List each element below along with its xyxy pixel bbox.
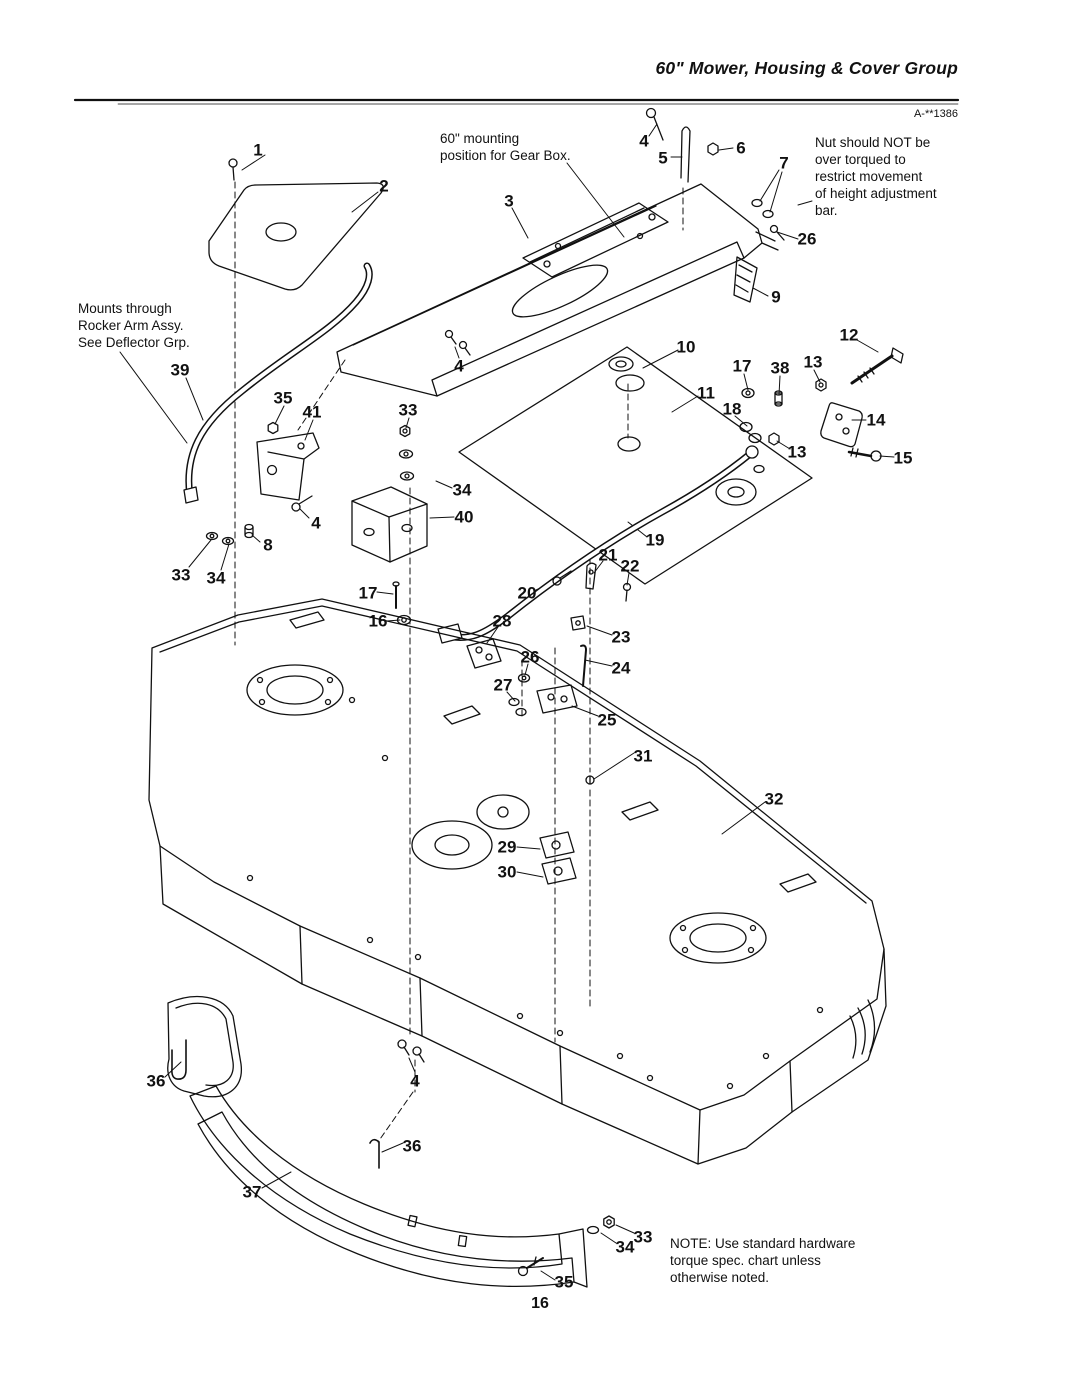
part-callout-40: 40 [454, 507, 474, 527]
part-callout-6: 6 [736, 138, 746, 158]
part-callout-1: 1 [253, 140, 263, 160]
part-callout-23: 23 [611, 627, 631, 647]
part-callout-38: 38 [770, 358, 790, 378]
part-callout-3: 3 [504, 191, 514, 211]
part-callout-2: 2 [379, 176, 389, 196]
part-callout-16: 16 [368, 611, 388, 631]
part-callout-27: 27 [493, 675, 513, 695]
part-callout-7: 7 [779, 153, 789, 173]
gearbox-note: 60" mounting position for Gear Box. [440, 131, 571, 163]
part-callout-33: 33 [398, 400, 418, 420]
part-callout-33: 33 [171, 565, 191, 585]
part-callout-35: 35 [554, 1272, 574, 1292]
rod-39 [183, 262, 373, 504]
part-callout-25: 25 [597, 710, 617, 730]
part-callout-37: 37 [242, 1182, 262, 1202]
mid-stack [351, 424, 428, 563]
part-callout-30: 30 [497, 862, 517, 882]
part-callout-33: 33 [633, 1227, 653, 1247]
part-callout-31: 31 [633, 746, 653, 766]
part-callout-17: 17 [732, 356, 752, 376]
part-callout-4: 4 [311, 513, 321, 533]
part-callout-22: 22 [620, 556, 640, 576]
part-callout-28: 28 [492, 611, 512, 631]
part-callout-13: 13 [787, 442, 807, 462]
part-callout-8: 8 [263, 535, 273, 555]
part-callout-18: 18 [722, 399, 742, 419]
part-callout-20: 20 [517, 583, 537, 603]
part-callout-10: 10 [676, 337, 696, 357]
page-title: 60" Mower, Housing & Cover Group [655, 58, 958, 78]
part-callout-17: 17 [358, 583, 378, 603]
part-callout-34: 34 [206, 568, 226, 588]
mower-deck [148, 598, 887, 1165]
part-callout-35: 35 [273, 388, 293, 408]
right-hardware [739, 347, 904, 462]
part-callout-4: 4 [454, 356, 464, 376]
part-callout-34: 34 [452, 480, 472, 500]
left-bracket-cluster [205, 421, 320, 546]
page-number: 16 [531, 1295, 549, 1312]
top-frame [336, 183, 779, 397]
alignment-dashes [234, 181, 684, 1143]
part-callout-5: 5 [658, 148, 668, 168]
part-callout-36: 36 [402, 1136, 422, 1156]
part-callout-26: 26 [797, 229, 817, 249]
part-callout-29: 29 [497, 837, 517, 857]
nut-note: Nut should NOT be over torqued to restri… [815, 135, 937, 218]
doc-code: A-**1386 [913, 108, 958, 120]
part-callout-36: 36 [146, 1071, 166, 1091]
hardware-note: NOTE: Use standard hardware torque spec.… [670, 1236, 856, 1285]
part-callout-14: 14 [866, 410, 886, 430]
part-callout-4: 4 [410, 1071, 420, 1091]
part-callout-11: 11 [697, 383, 715, 403]
part-callout-24: 24 [611, 658, 631, 678]
part-callout-41: 41 [302, 402, 322, 422]
deflector-group [167, 995, 615, 1288]
top-hardware [645, 107, 785, 241]
part-callout-39: 39 [170, 360, 190, 380]
part-callout-9: 9 [771, 287, 781, 307]
rocker-plate [208, 158, 384, 291]
rod-19 [437, 445, 765, 644]
part-callout-15: 15 [893, 448, 913, 468]
part-callout-4: 4 [639, 131, 649, 151]
part-callout-32: 32 [764, 789, 784, 809]
adjustment-plate [458, 346, 813, 585]
mounts-note: Mounts through Rocker Arm Assy. See Defl… [78, 301, 190, 350]
part-callout-12: 12 [839, 325, 859, 345]
part-callout-21: 21 [598, 545, 618, 565]
part-callout-34: 34 [615, 1237, 635, 1257]
part-callout-19: 19 [645, 530, 665, 550]
linkage-cluster [392, 562, 632, 717]
part-callout-13: 13 [803, 352, 823, 372]
part-callout-26: 26 [520, 647, 540, 667]
